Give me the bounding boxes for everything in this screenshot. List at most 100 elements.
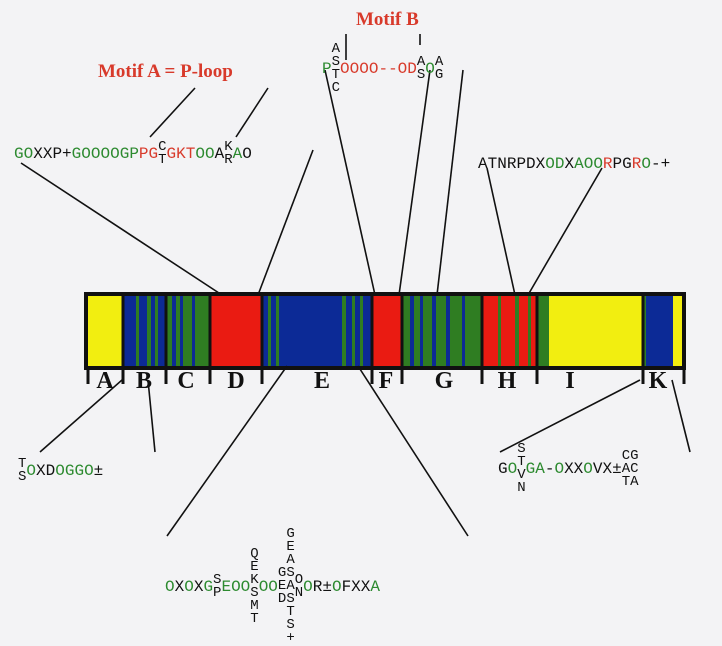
residue: O	[349, 60, 360, 78]
residue: O	[593, 155, 603, 173]
residue: O	[90, 145, 101, 163]
residue-option: A	[416, 54, 426, 70]
residue: X	[564, 460, 574, 478]
bar-accent-stripe	[147, 296, 151, 366]
residue: ±	[612, 460, 622, 478]
segment-label: H	[497, 368, 517, 394]
residue: X	[174, 577, 185, 596]
residue-option: G	[630, 447, 639, 464]
domain-diagram	[20, 34, 691, 537]
residue: O	[641, 155, 651, 173]
residue-option: C	[158, 139, 167, 155]
residue: -	[544, 460, 555, 478]
residue: X	[351, 577, 361, 596]
connector-line	[147, 379, 156, 453]
bar-accent-stripe	[537, 296, 549, 366]
residue-option: T	[621, 473, 631, 490]
residue-option: E	[250, 558, 259, 575]
residue: R	[506, 155, 517, 173]
residue: K	[176, 145, 186, 163]
bar-accent-stripe	[462, 296, 465, 366]
residue: O	[258, 577, 269, 596]
residue: O	[425, 60, 435, 78]
residue-option: S	[250, 584, 259, 601]
residue: O	[26, 462, 37, 480]
bar-accent-stripe	[528, 296, 531, 366]
connector-line	[39, 379, 123, 453]
bar-accent-stripe	[515, 296, 519, 366]
residue-option: A	[434, 54, 444, 70]
residue: P	[129, 145, 139, 163]
residue: +	[62, 145, 72, 163]
residue: A	[370, 577, 380, 596]
residue: G	[148, 145, 159, 163]
bar-accent-stripe	[180, 296, 183, 366]
residue-option: T	[18, 456, 27, 472]
residue: O	[165, 577, 175, 596]
residue: R	[602, 155, 613, 173]
residue: G	[622, 155, 632, 173]
bar-accent-stripe	[446, 296, 450, 366]
segment-label: F	[378, 368, 394, 394]
residue: R	[631, 155, 642, 173]
residue: G	[14, 145, 24, 163]
residue: O	[331, 577, 342, 596]
bar-accent-stripe	[352, 296, 355, 366]
bar-accent-stripe	[276, 296, 279, 366]
residue: X	[42, 145, 53, 163]
connector-line	[257, 149, 314, 296]
residue: O	[204, 145, 215, 163]
residue: O	[368, 60, 379, 78]
residue: D	[45, 462, 56, 480]
residue-option: A	[286, 552, 295, 568]
residue: O	[240, 577, 251, 596]
residue: P	[52, 145, 63, 163]
residue: G	[74, 462, 85, 480]
motif-b-title: Motif B	[356, 9, 419, 30]
connector-line	[398, 69, 431, 296]
bar-accent-stripe	[155, 296, 158, 366]
residue-option: +	[286, 630, 295, 646]
residue-option: T	[158, 152, 167, 168]
residue-option: D	[277, 591, 287, 607]
residue: X	[33, 145, 43, 163]
segment-label: B	[135, 368, 152, 394]
residue: O	[242, 145, 252, 163]
residue: ±	[93, 462, 104, 480]
residue-option: E	[286, 539, 295, 555]
residue: -	[378, 60, 389, 78]
connector-line	[499, 379, 641, 453]
residue-option: N	[294, 584, 304, 601]
residue: T	[185, 145, 196, 163]
residue-option: S	[18, 469, 27, 485]
residue: G	[525, 460, 536, 478]
residue-option: S	[286, 591, 295, 607]
residue-option: C	[331, 80, 341, 96]
residue: G	[71, 145, 82, 163]
residue: X	[573, 460, 584, 478]
bar-accent-stripe	[172, 296, 176, 366]
residue-option: V	[517, 467, 526, 483]
residue: E	[221, 577, 232, 596]
residue-option: C	[630, 460, 639, 477]
domain-bar	[84, 292, 686, 384]
residue-option: S	[331, 54, 341, 70]
residue-option: S	[213, 571, 222, 588]
residue: -	[388, 60, 398, 78]
bar-accent-stripe	[410, 296, 414, 366]
residue: P	[612, 155, 623, 173]
bar-accent-stripe	[498, 296, 501, 366]
residue-option: G	[434, 67, 444, 83]
